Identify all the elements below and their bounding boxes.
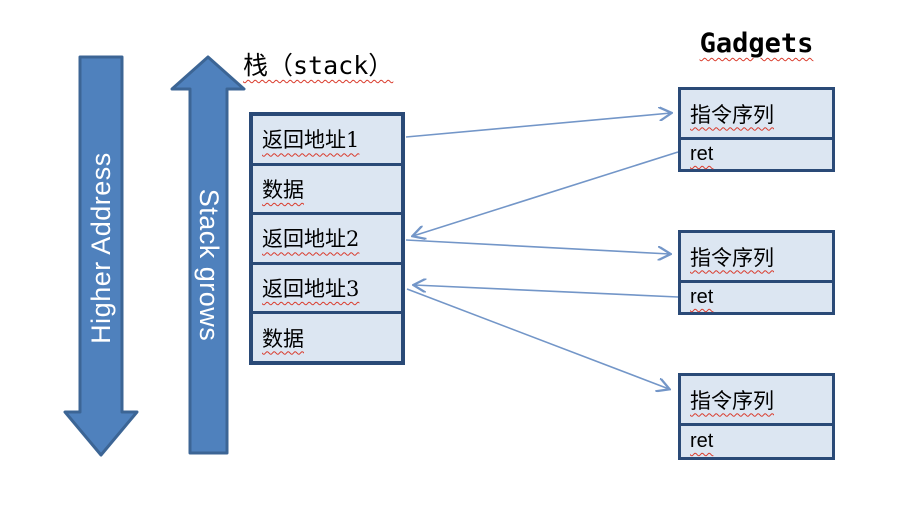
connector-gadget1-ret-to-ra2: [413, 151, 679, 236]
gadget-1-instruction: 指令序列: [681, 90, 832, 140]
stack-cell-label: 数据: [262, 177, 304, 202]
connector-ra3-to-gadget3: [406, 288, 669, 389]
connector-ra2-to-gadget2: [405, 239, 670, 254]
gadget-ret-label: ret: [690, 286, 714, 308]
higher-address-label: Higher Address: [86, 152, 116, 344]
stack-cell-label: 返回地址3: [262, 277, 360, 302]
gadget-instruction-label: 指令序列: [690, 102, 774, 127]
gadget-2: 指令序列 ret: [678, 230, 835, 315]
connector-ra1-to-gadget1: [405, 113, 671, 138]
stack-cell-return-address-1: 返回地址1: [253, 116, 401, 166]
gadget-ret-label: ret: [690, 430, 714, 452]
stack-cell-label: 返回地址2: [262, 227, 360, 252]
stack-grows-label: Stack grows: [194, 188, 224, 342]
stack-cell-data-2: 数据: [253, 314, 401, 361]
stack-box: 返回地址1 数据 返回地址2 返回地址3 数据: [249, 112, 405, 365]
gadget-instruction-label: 指令序列: [690, 388, 774, 413]
gadgets-title: Gadgets: [678, 28, 835, 59]
stack-grows-arrow: [170, 55, 246, 455]
stack-cell-label: 数据: [262, 326, 304, 351]
stack-cell-return-address-3: 返回地址3: [253, 265, 401, 315]
gadget-ret-label: ret: [690, 143, 714, 165]
stack-title-text: 栈（stack）: [243, 51, 394, 80]
gadget-3-ret: ret: [681, 426, 832, 457]
gadget-3-instruction: 指令序列: [681, 376, 832, 426]
gadgets-title-text: Gadgets: [699, 28, 814, 59]
gadget-1: 指令序列 ret: [678, 87, 835, 172]
stack-cell-return-address-2: 返回地址2: [253, 215, 401, 265]
stack-cell-label: 返回地址1: [262, 128, 360, 153]
gadget-1-ret: ret: [681, 140, 832, 169]
higher-address-arrow: [63, 55, 139, 457]
connector-gadget2-ret-to-ra3: [414, 285, 679, 298]
stack-title: 栈（stack）: [243, 46, 393, 82]
gadget-instruction-label: 指令序列: [690, 245, 774, 270]
gadget-2-ret: ret: [681, 283, 832, 312]
gadget-2-instruction: 指令序列: [681, 233, 832, 283]
gadget-3: 指令序列 ret: [678, 373, 835, 460]
stack-cell-data-1: 数据: [253, 166, 401, 216]
